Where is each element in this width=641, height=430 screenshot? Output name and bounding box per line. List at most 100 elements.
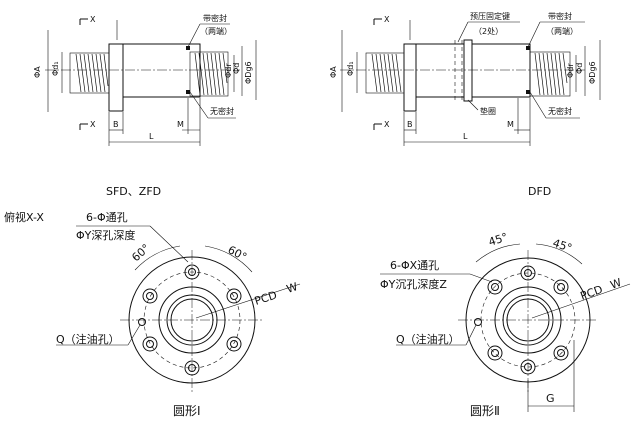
leader (127, 324, 141, 346)
label-phidg6: ΦDg6 (244, 61, 253, 84)
section-arrow (79, 18, 88, 25)
counterbore-label: ΦY深孔深度 (76, 228, 135, 242)
label-phiA: ΦA (329, 66, 338, 78)
bolt-hole (553, 345, 569, 361)
pcd-leader (531, 283, 631, 319)
section-x-top: X (384, 15, 390, 24)
seal-marker (186, 46, 190, 50)
round-form-2-view: 6-ΦX通孔 ΦY沉孔深度Z 45° 45° (380, 230, 631, 418)
angle-arc-1 (134, 245, 181, 271)
section-arrow (373, 123, 382, 130)
label-spacer: 垫圈 (480, 106, 496, 116)
holes-label: 6-Φ通孔 (86, 211, 128, 224)
section-x-bottom: X (384, 120, 390, 129)
angle-label-1: 45° (487, 230, 510, 248)
angle-arc-2 (204, 245, 253, 273)
bolt-hole-inner (524, 363, 532, 371)
label-M: M (177, 120, 184, 129)
section-arrow (373, 18, 382, 25)
form-caption: 圆形Ⅰ (173, 404, 201, 418)
label-seal-both: （两端） (546, 26, 578, 36)
bolt-hole-inner (557, 283, 565, 291)
label-seal-with: 带密封 (203, 13, 227, 23)
bolt-hole (226, 336, 242, 352)
oil-hole-label: Q（注油孔） (396, 332, 460, 346)
bolt-holes (487, 265, 569, 375)
bolt-hole-inner (524, 269, 532, 277)
angle-label-2: 60° (226, 243, 249, 264)
angle-arc-2 (535, 243, 583, 265)
label-phid: Φd (575, 63, 584, 74)
g-label: G (546, 392, 555, 405)
label-seal-both: （两端） (200, 26, 232, 36)
leader (149, 225, 189, 263)
bolt-hole (553, 279, 569, 295)
seal-marker (186, 90, 190, 94)
left-bore (69, 52, 110, 94)
bolt-hole-inner (188, 268, 196, 276)
bolt-hole-inner (188, 364, 196, 372)
left-thread-hatch (75, 53, 109, 93)
angle-arc-1 (475, 243, 521, 263)
label-phid1: Φd₁ (346, 61, 355, 76)
label-no-seal: 无密封 (548, 106, 572, 116)
bolt-hole-inner (491, 349, 499, 357)
round-form-1-view: 俯视X-X 6-Φ通孔 ΦY深孔深度 60° 60° (4, 210, 301, 418)
bolt-hole (184, 264, 200, 280)
nut-body-right (471, 43, 531, 98)
right-thread-hatch (534, 52, 568, 96)
bolt-hole (184, 360, 200, 376)
nut-body (122, 43, 201, 98)
bolt-hole-inner (146, 340, 154, 348)
label-B: B (407, 120, 413, 129)
bolt-hole-inner (557, 349, 565, 357)
right-thread-hatch (194, 52, 228, 96)
leader (469, 273, 493, 283)
label-B: B (113, 120, 119, 129)
holes-label: 6-ΦX通孔 (390, 259, 439, 272)
section-arrow (79, 123, 88, 130)
label-phidr: Φdr (566, 63, 575, 78)
counterbore-label: ΦY沉孔深度Z (380, 277, 447, 291)
bolt-hole (142, 336, 158, 352)
label-seal-with: 带密封 (548, 11, 572, 21)
label-no-seal: 无密封 (210, 106, 234, 116)
bolt-hole (520, 265, 536, 281)
label-phid: Φd (232, 63, 241, 74)
label-phidg6: ΦDg6 (588, 61, 597, 84)
flange-body (403, 43, 417, 112)
bolt-hole (487, 279, 503, 295)
bolt-hole (142, 288, 158, 304)
bolt-hole (520, 359, 536, 375)
section-x-bottom: X (90, 120, 96, 129)
leader (527, 21, 541, 48)
leader (457, 21, 469, 43)
label-L: L (149, 132, 154, 141)
oil-hole-label: Q（注油孔） (56, 332, 120, 346)
leader (467, 99, 479, 111)
view-label: 俯视X-X (4, 210, 44, 224)
label-L: L (463, 132, 468, 141)
bolt-holes (142, 264, 242, 376)
right-thread-box (529, 51, 571, 97)
angle-label-1: 60° (129, 242, 152, 265)
bolt-hole (226, 288, 242, 304)
section-x-top: X (90, 15, 96, 24)
nut-body-left (415, 43, 465, 98)
leader (529, 91, 547, 119)
flange-body (108, 43, 124, 112)
label-preload-key: 预压固定键 (470, 11, 510, 21)
form-caption: 圆形Ⅱ (470, 404, 500, 418)
angle-label-2: 45° (551, 236, 574, 254)
oil-hole (138, 318, 146, 326)
seal-marker (526, 90, 530, 94)
bolt-hole (487, 345, 503, 361)
leader (465, 324, 477, 346)
oil-hole (474, 318, 482, 326)
label-two-places: （2处） (474, 26, 503, 36)
left-bore (365, 52, 405, 94)
seal-marker (526, 46, 530, 50)
leader (189, 91, 209, 119)
